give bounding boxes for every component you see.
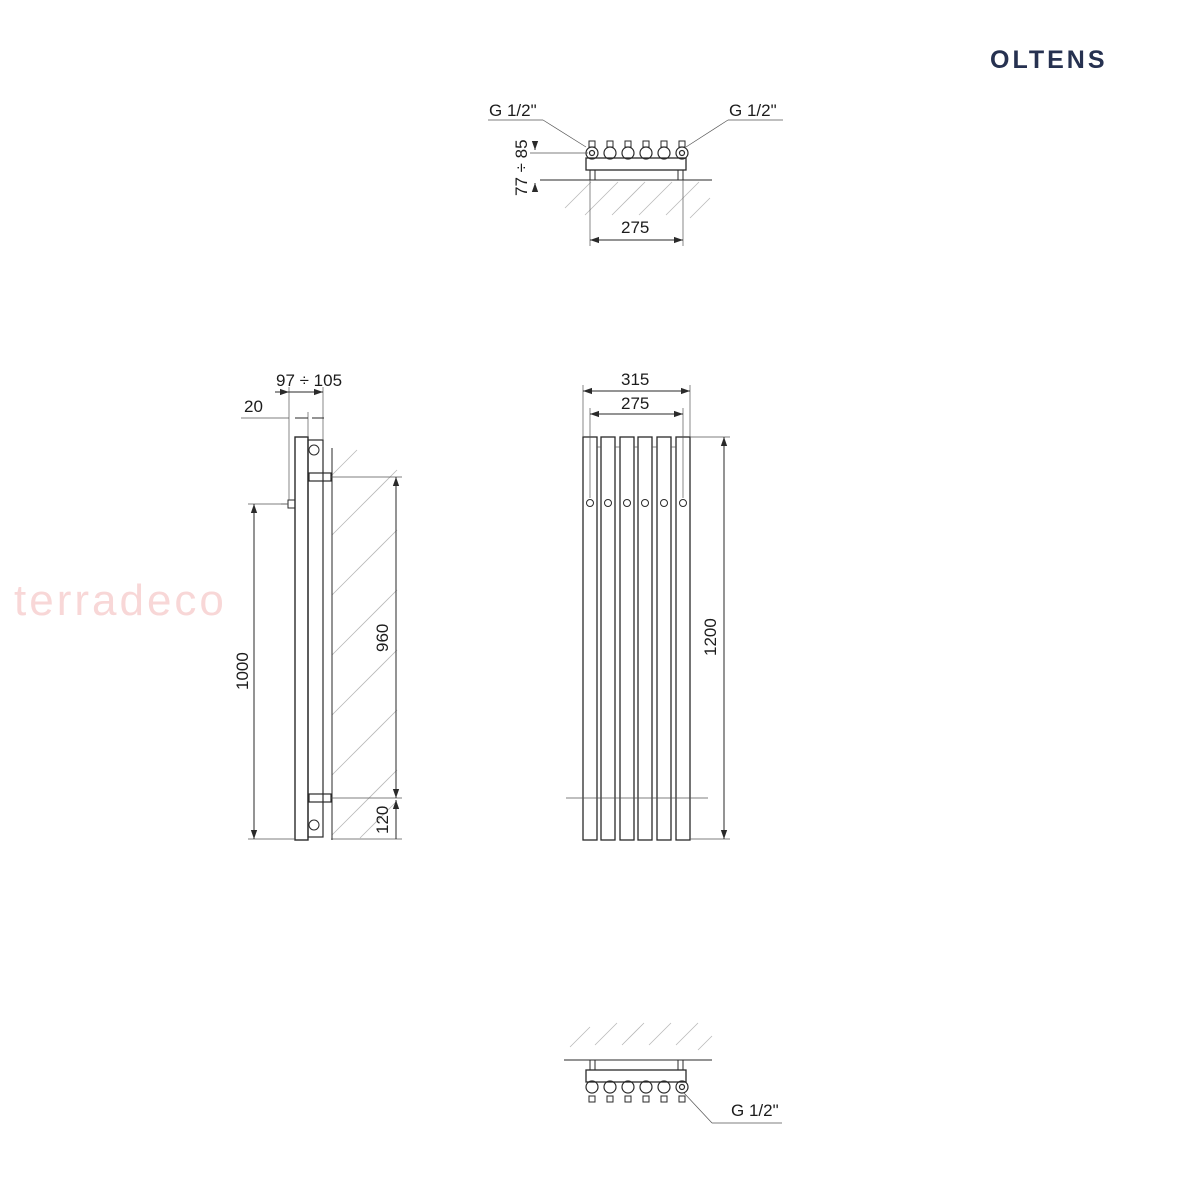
front-width-label: 315 bbox=[621, 370, 649, 389]
top-tube-circles bbox=[585, 146, 689, 160]
top-wall-distance-label: 77 ÷ 85 bbox=[512, 139, 531, 196]
top-valve-knobs bbox=[588, 140, 686, 148]
top-view: G 1/2" G 1/2" 77 ÷ 85 275 bbox=[488, 101, 783, 246]
watermark: terradeco bbox=[14, 576, 227, 625]
top-bracket-right bbox=[677, 169, 684, 181]
top-leader-left bbox=[542, 119, 587, 148]
bottom-wall-hatch bbox=[569, 1022, 713, 1051]
top-bracket-left bbox=[589, 169, 596, 181]
bottom-radiator-body bbox=[585, 1069, 687, 1083]
side-wall-hatch bbox=[331, 449, 398, 839]
bottom-connection-label: G 1/2" bbox=[731, 1101, 779, 1120]
bottom-view: G 1/2" bbox=[564, 1022, 782, 1124]
side-valve bbox=[287, 499, 296, 509]
side-panel-back bbox=[307, 439, 324, 838]
front-tubes bbox=[582, 436, 691, 841]
top-connection-right-label: G 1/2" bbox=[729, 101, 777, 120]
brand-logo: OLTENS bbox=[990, 46, 1108, 74]
front-valve-circles bbox=[586, 499, 687, 507]
front-view: 315 275 1200 bbox=[566, 370, 730, 841]
side-panel-front bbox=[294, 436, 309, 841]
side-connection-height-label: 1000 bbox=[233, 652, 252, 690]
top-wall-hatch bbox=[564, 181, 711, 219]
side-bracket-spacing-label: 960 bbox=[373, 624, 392, 652]
side-view: 97 ÷ 105 20 1000 960 120 bbox=[233, 371, 402, 841]
bottom-tube-circles bbox=[585, 1080, 689, 1094]
front-spacing-label: 275 bbox=[621, 394, 649, 413]
side-bottom-offset-label: 120 bbox=[373, 806, 392, 834]
bottom-bracket-left bbox=[589, 1059, 596, 1071]
side-panel-depth-label: 20 bbox=[244, 397, 263, 416]
top-leader-right bbox=[685, 119, 729, 148]
side-bracket-top bbox=[308, 472, 332, 482]
top-connection-left-label: G 1/2" bbox=[489, 101, 537, 120]
bottom-bracket-right bbox=[677, 1059, 684, 1071]
side-depth-label: 97 ÷ 105 bbox=[276, 371, 342, 390]
bottom-valve-knobs bbox=[588, 1095, 686, 1103]
top-radiator-body bbox=[585, 157, 687, 171]
top-spacing-label: 275 bbox=[621, 218, 649, 237]
side-bracket-bottom bbox=[308, 793, 332, 803]
bottom-leader bbox=[683, 1092, 713, 1124]
front-height-label: 1200 bbox=[701, 618, 720, 656]
